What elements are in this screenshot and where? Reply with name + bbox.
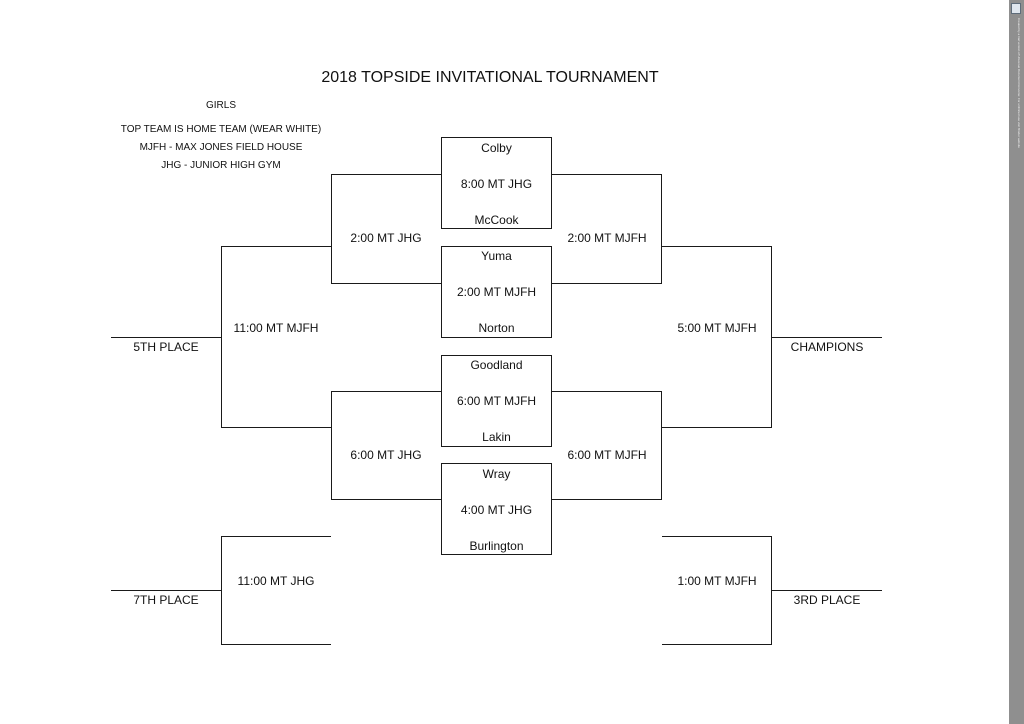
game-time-4: 4:00 MT JHG [460,503,533,517]
seventh-place-label: 7TH PLACE [133,593,199,607]
championship-semi-bottom-time: 6:00 MT MJFH [567,448,647,462]
game-box-4: Wray 4:00 MT JHG Burlington [441,463,552,555]
team-norton: Norton [478,321,515,335]
team-colby: Colby [481,141,512,155]
championship-final-time: 5:00 MT MJFH [677,321,757,335]
fifth-place-game-time: 11:00 MT MJFH [233,321,319,335]
watermark-text: Created by a trial version of Universal … [1017,18,1021,148]
seventh-place-game-time: 11:00 MT JHG [237,574,315,588]
converter-sidebar [1009,0,1024,724]
third-place-label: 3RD PLACE [793,593,861,607]
championship-semi-top-time: 2:00 MT MJFH [567,231,647,245]
game-box-3: Goodland 6:00 MT MJFH Lakin [441,355,552,447]
game-time-3: 6:00 MT MJFH [456,394,537,408]
document-icon [1011,3,1021,14]
team-lakin: Lakin [482,430,511,444]
consolation-semi-top-time: 2:00 MT JHG [350,231,422,245]
third-place-game-time: 1:00 MT MJFH [677,574,757,588]
consolation-semi-bottom-time: 6:00 MT JHG [350,448,422,462]
team-mccook: McCook [474,213,519,227]
page-title: 2018 TOPSIDE INVITATIONAL TOURNAMENT [321,69,659,86]
fifth-place-label: 5TH PLACE [133,340,199,354]
team-goodland: Goodland [470,358,523,372]
team-burlington: Burlington [469,539,524,553]
mjfh-legend: MJFH - MAX JONES FIELD HOUSE [139,142,303,153]
team-yuma: Yuma [481,249,512,263]
home-team-note: TOP TEAM IS HOME TEAM (WEAR WHITE) [120,124,322,135]
game-box-1: Colby 8:00 MT JHG McCook [441,137,552,229]
jhg-legend: JHG - JUNIOR HIGH GYM [161,160,281,171]
team-wray: Wray [482,467,511,481]
division-label: GIRLS [205,100,236,111]
game-time-1: 8:00 MT JHG [460,177,533,191]
game-time-2: 2:00 MT MJFH [456,285,537,299]
game-box-2: Yuma 2:00 MT MJFH Norton [441,246,552,338]
champions-label: CHAMPIONS [790,340,864,354]
